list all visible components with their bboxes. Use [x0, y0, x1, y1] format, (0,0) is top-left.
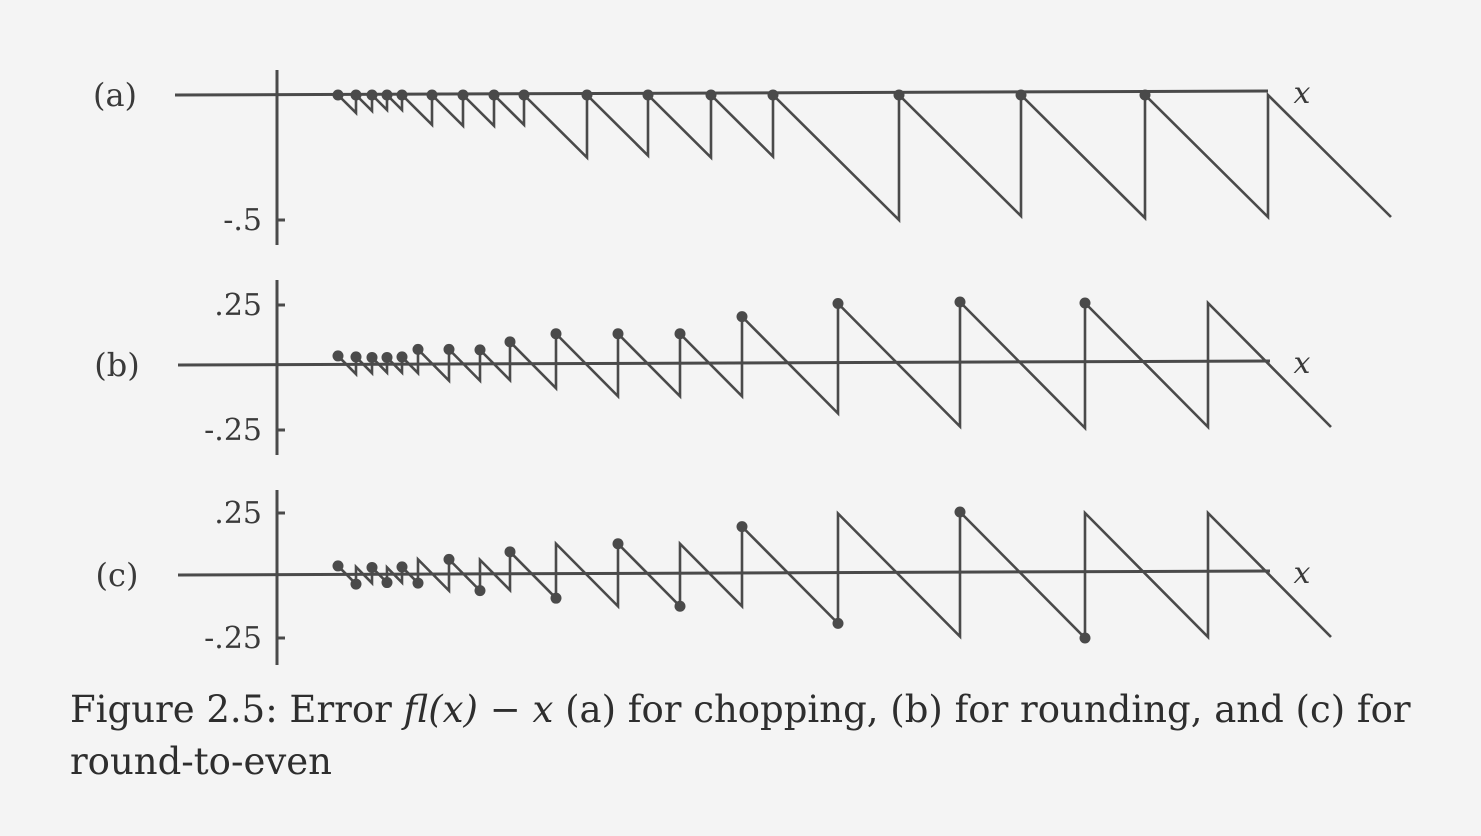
- data-dot-0-1: [350, 89, 362, 101]
- y-tick-label-1-0: .25: [214, 288, 262, 323]
- figure-caption: Figure 2.5: Error fl(x) − x (a) for chop…: [70, 684, 1460, 788]
- data-dot-0-13: [893, 89, 905, 101]
- data-dot-2-10: [612, 538, 624, 550]
- data-dot-2-11: [674, 600, 686, 612]
- data-dot-1-5: [412, 343, 424, 355]
- x-axis-1: [177, 359, 1271, 367]
- data-dot-2-15: [1079, 632, 1091, 644]
- panel-label-0: (a): [93, 76, 137, 114]
- data-dot-0-14: [1015, 89, 1027, 101]
- error-sawtooth-0: [337, 91, 1392, 224]
- data-dot-1-11: [674, 328, 686, 340]
- data-dot-2-5: [412, 577, 424, 589]
- y-tick-label-2-0: .25: [214, 496, 262, 531]
- data-dot-2-9: [550, 592, 562, 604]
- x-axis-variable-1: x: [1294, 346, 1311, 381]
- data-dot-0-10: [642, 89, 654, 101]
- data-dot-1-9: [550, 328, 562, 340]
- data-dot-2-6: [443, 553, 455, 565]
- data-dot-2-0: [332, 560, 344, 572]
- data-dot-2-14: [954, 506, 966, 518]
- data-dot-2-8: [504, 546, 516, 558]
- data-dot-1-6: [443, 343, 455, 355]
- data-dot-0-8: [518, 89, 530, 101]
- data-dot-0-5: [426, 89, 438, 101]
- y-tick-label-1-1: -.25: [204, 413, 262, 448]
- data-dot-1-8: [504, 336, 516, 348]
- data-dot-1-14: [954, 296, 966, 308]
- data-dot-0-6: [457, 89, 469, 101]
- panel-label-1: (b): [94, 346, 139, 384]
- panel-label-2: (c): [96, 556, 139, 594]
- caption-suffix: (a) for chopping, (b) for rounding, and …: [70, 688, 1411, 783]
- x-axis-variable-0: x: [1294, 76, 1311, 111]
- data-dot-0-2: [366, 89, 378, 101]
- data-dot-2-3: [381, 577, 393, 589]
- data-dot-1-1: [350, 351, 362, 363]
- data-dot-1-13: [832, 298, 844, 310]
- data-dot-0-3: [381, 89, 393, 101]
- data-dot-0-11: [705, 89, 717, 101]
- figure-plot: (a) x -.5 (b) x .25 -.25 (c) x .25 -.25: [93, 70, 1392, 665]
- caption-prefix: Figure 2.5: Error: [70, 688, 404, 731]
- data-dot-1-15: [1079, 297, 1091, 309]
- data-dot-2-12: [736, 521, 748, 533]
- data-dot-1-7: [474, 344, 486, 356]
- data-dot-0-7: [488, 89, 500, 101]
- data-dot-2-1: [350, 578, 362, 590]
- data-dot-1-3: [381, 351, 393, 363]
- y-tick-label-0-0: -.5: [223, 203, 262, 238]
- data-dot-2-2: [366, 561, 378, 573]
- error-sawtooth-2: [337, 508, 1332, 642]
- data-dot-0-12: [767, 89, 779, 101]
- data-dot-2-13: [832, 617, 844, 629]
- data-dot-0-0: [332, 89, 344, 101]
- caption-math: fl(x) − x: [403, 688, 554, 731]
- data-dot-1-2: [366, 351, 378, 363]
- data-dot-2-4: [396, 561, 408, 573]
- data-dot-2-7: [474, 585, 486, 597]
- x-axis-2: [177, 569, 1271, 577]
- data-dot-0-9: [581, 89, 593, 101]
- data-dot-1-12: [736, 311, 748, 323]
- data-dot-1-0: [332, 350, 344, 362]
- error-sawtooth-1: [337, 298, 1332, 432]
- data-dot-1-10: [612, 328, 624, 340]
- data-dot-0-15: [1139, 89, 1151, 101]
- data-dot-0-4: [396, 89, 408, 101]
- y-tick-label-2-1: -.25: [204, 621, 262, 656]
- x-axis-variable-2: x: [1294, 556, 1311, 591]
- data-dot-1-4: [396, 351, 408, 363]
